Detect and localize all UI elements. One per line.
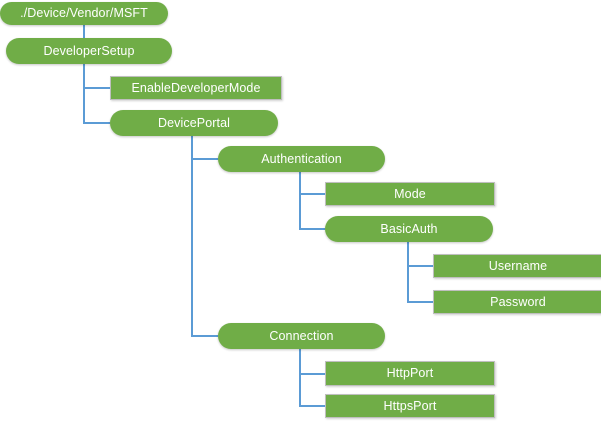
tree-node-mode[interactable]: Mode (325, 182, 495, 206)
connector-connection-to-httpport (299, 349, 325, 375)
connector-developersetup-to-deviceportal (83, 64, 110, 124)
tree-node-label: DevicePortal (157, 115, 231, 130)
tree-node-label: HttpsPort (383, 398, 437, 413)
tree-node-deviceportal[interactable]: DevicePortal (110, 110, 278, 136)
tree-node-label: Connection (269, 328, 334, 343)
tree-node-label: BasicAuth (380, 221, 438, 236)
tree-node-label: HttpPort (386, 366, 434, 381)
tree-node-label: Username (488, 258, 548, 273)
connector-basicauth-to-password (407, 242, 433, 303)
tree-node-password[interactable]: Password (433, 290, 601, 314)
connector-authentication-to-basicauth (299, 172, 325, 230)
connector-developersetup-to-enabledevelopermode (83, 64, 110, 89)
tree-node-label: Authentication (261, 151, 342, 166)
tree-node-label: Password (490, 294, 546, 309)
tree-node-enabledevelopermode[interactable]: EnableDeveloperMode (110, 76, 282, 100)
tree-node-username[interactable]: Username (433, 254, 601, 278)
connector-deviceportal-to-connection (191, 136, 218, 337)
connector-connection-to-httpsport (299, 349, 325, 407)
tree-node-httpsport[interactable]: HttpsPort (325, 394, 495, 418)
tree-node-root[interactable]: ./Device/Vendor/MSFT (0, 2, 168, 25)
tree-node-httpport[interactable]: HttpPort (325, 361, 495, 386)
connector-deviceportal-to-authentication (191, 136, 218, 160)
tree-node-label: Mode (394, 186, 426, 201)
tree-node-label: EnableDeveloperMode (131, 80, 261, 95)
tree-node-authentication[interactable]: Authentication (218, 146, 385, 172)
tree-node-connection[interactable]: Connection (218, 323, 385, 349)
tree-node-basicauth[interactable]: BasicAuth (325, 216, 493, 242)
connector-basicauth-to-username (407, 242, 433, 267)
tree-node-label: DeveloperSetup (43, 43, 135, 58)
connector-authentication-to-mode (299, 172, 325, 195)
tree-node-label: ./Device/Vendor/MSFT (20, 6, 148, 21)
tree-node-developersetup[interactable]: DeveloperSetup (6, 38, 172, 64)
